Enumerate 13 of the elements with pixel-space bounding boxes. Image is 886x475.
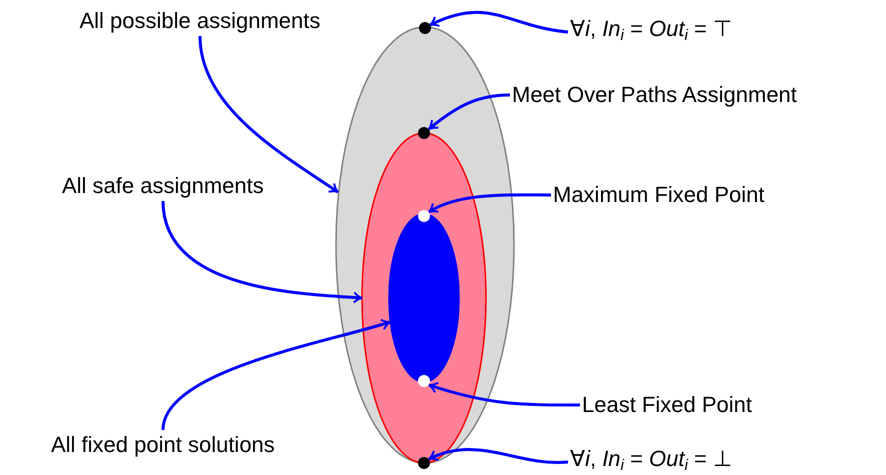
annotation-label: Maximum Fixed Point (553, 182, 765, 208)
point-dot (418, 457, 430, 469)
region-ellipse (361, 132, 487, 464)
annotation-label: Meet Over Paths Assignment (512, 82, 797, 108)
region-ellipse (388, 213, 460, 383)
region-ellipse (335, 26, 515, 464)
annotation-label: All safe assignments (62, 173, 264, 199)
annotation-label: All possible assignments (80, 8, 320, 34)
annotation-label: Least Fixed Point (582, 392, 752, 418)
point-dot (419, 22, 431, 34)
annotation-label: All fixed point solutions (51, 432, 275, 458)
annotation-label: ∀i, In$_{i}$ = Out$_{i}$ = ⊥ (570, 446, 732, 475)
annotation-label: ∀i, In$_{i}$ = Out$_{i}$ = ⊤ (570, 16, 732, 48)
